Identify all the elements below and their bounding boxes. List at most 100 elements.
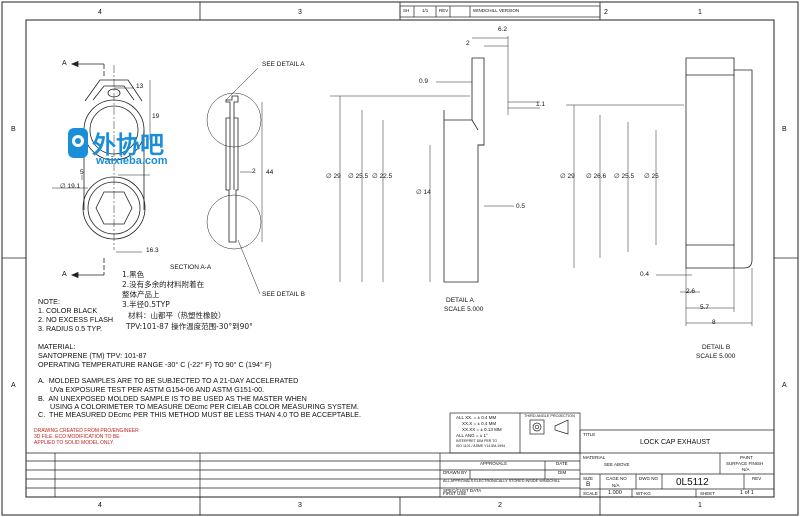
- approvals-date: DATE: [556, 461, 568, 466]
- watermark-logo: [66, 127, 90, 159]
- spec-cust-data: SPEC/CUST DATA: [443, 488, 482, 493]
- dim-13: 13: [136, 83, 144, 90]
- section-aa-label: SECTION A-A: [170, 264, 212, 271]
- note-1: 1. COLOR BLACK: [38, 306, 98, 315]
- zone-top-2: 2: [604, 9, 608, 16]
- size-value: B: [586, 481, 591, 488]
- spec-note-b2: USING A COLORIMETER TO MEASURE DEcmc PER…: [38, 402, 359, 411]
- surface-finish: SURFACE FINISH: [726, 461, 764, 466]
- detail-a-dim-1-1: 1.1: [536, 101, 546, 108]
- scale-label: SCALE: [583, 491, 598, 496]
- cage-value: N/A: [612, 483, 620, 488]
- sheet-value: 1 of 1: [740, 490, 754, 496]
- rev-sh-label: SH: [403, 8, 410, 13]
- warning-line-1: DRAWING CREATED FROM PRO/ENGINEER: [34, 428, 139, 434]
- cage-label: CAGE NO: [606, 476, 627, 481]
- material-heading: MATERIAL:: [38, 342, 76, 351]
- tol-line-2: XX.X = ± 0.4 MM: [462, 421, 497, 426]
- rev-label: REV: [439, 8, 449, 13]
- approvals-stored: ALL APPROVALS ELECTRONICALLY STORED INSI…: [443, 479, 561, 483]
- front-view: [82, 65, 146, 250]
- zone-bottom-2: 2: [498, 502, 502, 509]
- spec-note-b1: B. AN UNEXPOSED MOLDED SAMPLE IS TO BE U…: [38, 394, 307, 403]
- size-label: SIZE: [583, 476, 594, 481]
- detail-b-title: DETAIL B: [702, 344, 731, 351]
- zone-top-1: 1: [698, 9, 702, 16]
- watermark-brand: 外协吧: [92, 131, 164, 159]
- zh-note-1: 1.黑色: [122, 270, 145, 279]
- detail-b-dim-8: 8: [712, 319, 716, 326]
- scale-value: 1.000: [608, 490, 622, 496]
- title-block-lines: [26, 412, 774, 497]
- paint-value: N/A: [742, 467, 750, 472]
- detail-a-dim-14: ∅ 14: [416, 189, 431, 196]
- detail-a-dim-25-5: ∅ 25.5: [348, 173, 369, 180]
- zh-note-5: 材料：山都平（热塑性橡胶）: [128, 311, 226, 320]
- section-line: [70, 60, 105, 279]
- tol-line-3: XX.XX = ± 0.13 MM: [462, 427, 502, 432]
- zh-note-3: 整体产品上: [122, 290, 160, 299]
- material-line-1: SANTOPRENE (TM) TPV: 101-87: [38, 351, 147, 360]
- zone-left-a: A: [11, 382, 16, 389]
- dim-44: 44: [266, 169, 274, 176]
- tol-line-4: ALL ANG = ± 1°: [456, 433, 488, 438]
- approvals-heading: APPROVALS: [480, 461, 507, 466]
- detail-a-dim-29: ∅ 29: [326, 173, 341, 180]
- tol-line-1: ALL XX. = ± 0.4 MM: [456, 415, 497, 420]
- title-label: TITLE: [583, 432, 596, 437]
- material-value: SEE ABOVE: [604, 462, 630, 467]
- drawn-by-label: DRAWN BY: [443, 470, 468, 475]
- see-detail-a-label: SEE DETAIL A: [262, 61, 305, 68]
- dim-19: 19: [152, 113, 160, 120]
- dim-2-side: 2: [252, 168, 256, 175]
- paint-label: PAINT: [740, 455, 753, 460]
- detail-b-drawing: [566, 57, 753, 326]
- zh-note-2: 2.没有多余的材料附着在: [122, 280, 205, 289]
- section-arrow-label-bottom: A: [62, 271, 67, 278]
- detail-b-dim-0-4: 0.4: [640, 271, 650, 278]
- phone-logo-icon: [68, 128, 88, 158]
- notes-heading: NOTE:: [38, 297, 60, 306]
- detail-a-dim-6-2: 6.2: [498, 26, 508, 33]
- note-3: 3. RADIUS 0.5 TYP.: [38, 324, 103, 333]
- spec-note-a1: A. MOLDED SAMPLES ARE TO BE SUBJECTED TO…: [38, 376, 299, 385]
- warning-line-2: 3D FILE. ECO MODIFICATION TO BE: [34, 434, 120, 440]
- zone-left-b: B: [11, 126, 16, 133]
- detail-a-dim-0-5: 0.5: [516, 203, 526, 210]
- detail-b-scale: SCALE 5.000: [696, 353, 736, 360]
- detail-b-dim-2-6: 2.6: [686, 288, 696, 295]
- dim-16-3: 16.3: [146, 247, 159, 254]
- wt-label: WT-KG: [636, 491, 651, 496]
- rev-label-tb: REV: [752, 476, 762, 481]
- zone-right-b: B: [782, 126, 787, 133]
- material-line-2: OPERATING TEMPERATURE RANGE -30° C (-22°…: [38, 360, 272, 369]
- section-arrow-label-top: A: [62, 60, 67, 67]
- detail-a-dim-22-5: ∅ 22.5: [372, 173, 393, 180]
- zone-bottom-1: 1: [698, 502, 702, 509]
- detail-a-drawing: [330, 36, 540, 283]
- zh-note-6: TPV:101-87 操作温度范围-30°到90°: [126, 322, 253, 331]
- third-angle-label: THIRD ANGLE PROJECTION: [524, 414, 575, 418]
- tol-line-6: ISO 1101 / ASME Y14.5M-1994: [456, 444, 506, 448]
- first-use: FIRST USE: [443, 491, 467, 496]
- detail-b-dim-29: ∅ 29: [560, 173, 575, 180]
- material-label: MATERIAL: [583, 455, 606, 460]
- zh-note-4: 3.半径0.5TYP: [122, 300, 170, 309]
- rev-windchill: WINDCHILL VERSION: [473, 8, 520, 13]
- sheet-label: SHEET: [700, 491, 716, 496]
- spec-note-a2: UVa EXPOSURE TEST PER ASTM G154-06 AND A…: [38, 385, 265, 394]
- detail-b-dim-25-5: ∅ 25.5: [614, 173, 635, 180]
- detail-a-title: DETAIL A: [446, 297, 474, 304]
- zone-bottom-3: 3: [298, 502, 302, 509]
- tol-line-5: INTERPRET DIM PER TO: [456, 439, 498, 443]
- dwg-no-label: DWG NO: [639, 476, 658, 481]
- zone-top-4: 4: [98, 9, 102, 16]
- detail-a-dim-2: 2: [466, 40, 470, 47]
- drawing-title: LOCK CAP EXHAUST: [640, 439, 711, 446]
- dim-label: DIM: [558, 470, 567, 475]
- see-detail-b-label: SEE DETAIL B: [262, 291, 305, 298]
- watermark-url: waixieba.com: [96, 155, 168, 167]
- detail-b-dim-26-6: ∅ 26.6: [586, 173, 607, 180]
- section-view: [206, 67, 263, 295]
